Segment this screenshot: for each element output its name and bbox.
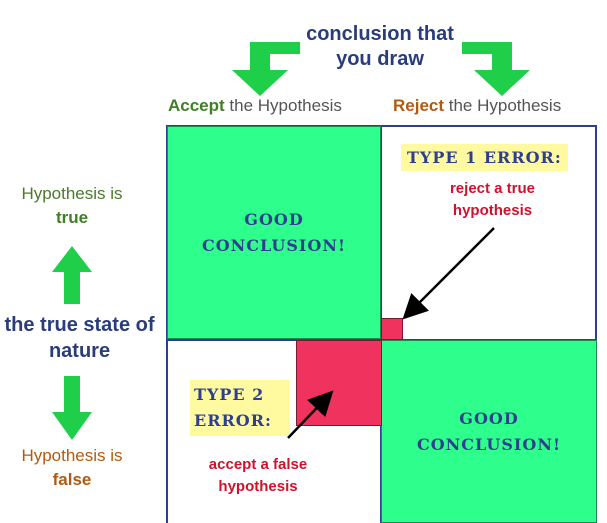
hypothesis-true-label: Hypothesis is true xyxy=(21,184,123,227)
true-state-label: the true state of nature xyxy=(4,314,155,362)
up-arrow-icon xyxy=(52,246,92,304)
good-conclusion-top: GOOD CONCLUSION! xyxy=(167,126,381,339)
type2-pointer-arrow xyxy=(287,390,334,439)
side-arrows xyxy=(52,246,92,440)
hypothesis-false-label: Hypothesis is false xyxy=(21,446,123,489)
conclusion-title: conclusion that you draw xyxy=(306,23,454,70)
type2-error-desc: accept a false hypothesis xyxy=(208,456,308,495)
good-conclusion-bottom: GOOD CONCLUSION! xyxy=(381,340,597,523)
type2-error-label: TYPE 2 ERROR: xyxy=(190,380,290,436)
top-arrows xyxy=(232,42,530,96)
left-arrow-icon xyxy=(232,42,300,96)
type2-error-cell xyxy=(296,340,382,426)
type1-error-label: TYPE 1 ERROR: xyxy=(401,144,568,171)
reject-header: Reject the Hypothesis xyxy=(393,96,562,115)
type1-error-desc: reject a true hypothesis xyxy=(449,180,536,219)
right-arrow-icon xyxy=(462,42,530,96)
down-arrow-icon xyxy=(52,376,92,440)
type1-pointer-arrow xyxy=(402,227,495,320)
type1-error-cell xyxy=(381,318,403,340)
accept-header: Accept the Hypothesis xyxy=(168,96,342,115)
